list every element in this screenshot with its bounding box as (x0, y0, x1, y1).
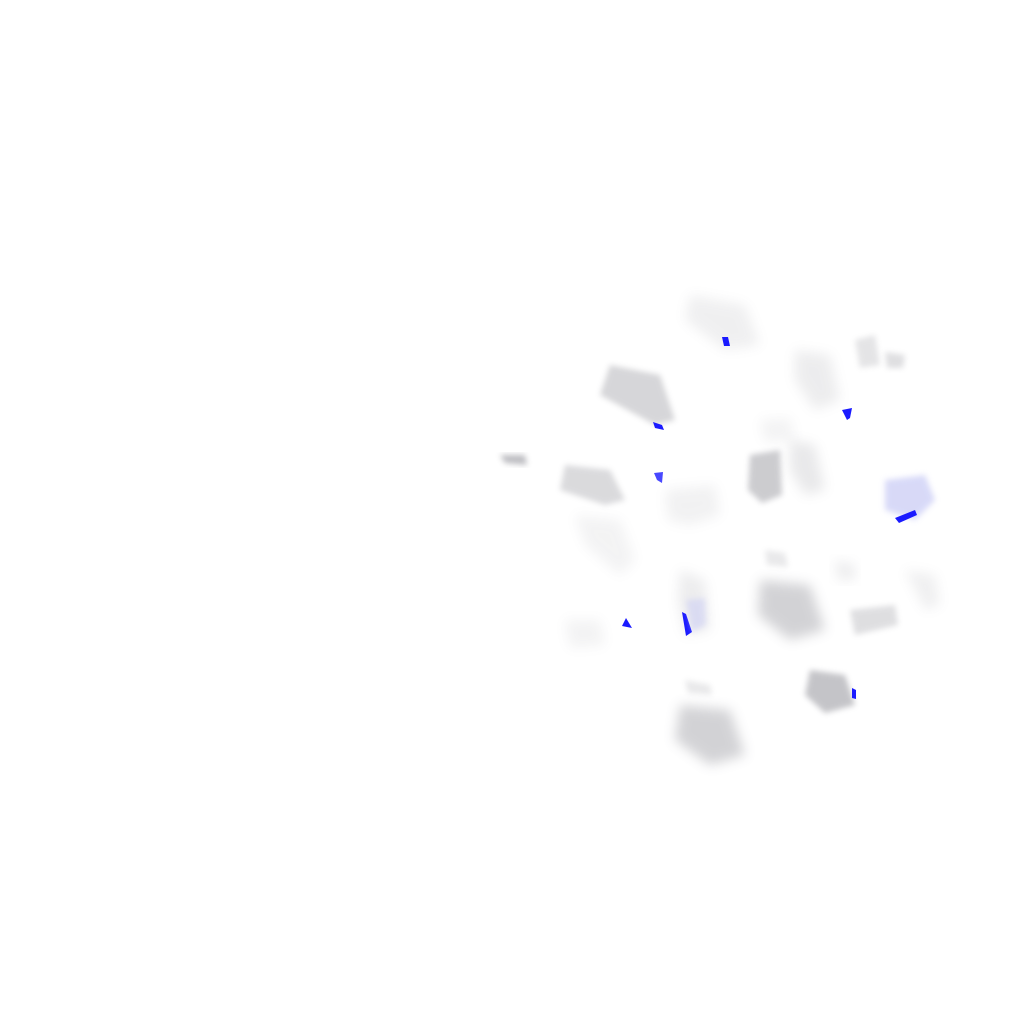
gray-fragment (805, 670, 855, 713)
gray-fragment (795, 350, 840, 410)
gray-fragment (748, 450, 782, 503)
blue-fragment (842, 408, 852, 420)
gray-fragment (905, 570, 940, 610)
gray-fragment (760, 418, 795, 442)
gray-fragment (500, 455, 527, 465)
blue-fragment (895, 510, 917, 523)
blue-fragment (722, 337, 730, 346)
blue-fragment (686, 598, 706, 632)
gray-fragment (565, 620, 605, 648)
gray-fragment (600, 365, 675, 425)
blue-fragments (622, 337, 935, 699)
gray-fragment (790, 440, 825, 495)
gray-fragment (765, 550, 788, 567)
gray-fragment (560, 465, 625, 505)
blue-fragment (654, 472, 663, 483)
gray-fragment (685, 680, 712, 695)
gray-fragment (665, 485, 720, 525)
gray-fragment (850, 605, 898, 635)
gray-fragment (855, 335, 880, 368)
gray-fragments (500, 295, 940, 765)
blue-fragment (682, 612, 692, 636)
blue-fragment (622, 618, 632, 628)
gray-fragment (885, 352, 905, 368)
gray-fragment (675, 705, 745, 765)
gray-fragment (835, 560, 855, 580)
gray-fragment (758, 580, 825, 640)
gray-fragment (685, 295, 760, 350)
blue-fragment (852, 688, 856, 699)
gray-fragment (575, 515, 635, 575)
blue-fragment (885, 475, 935, 520)
blue-fragment (653, 422, 664, 430)
